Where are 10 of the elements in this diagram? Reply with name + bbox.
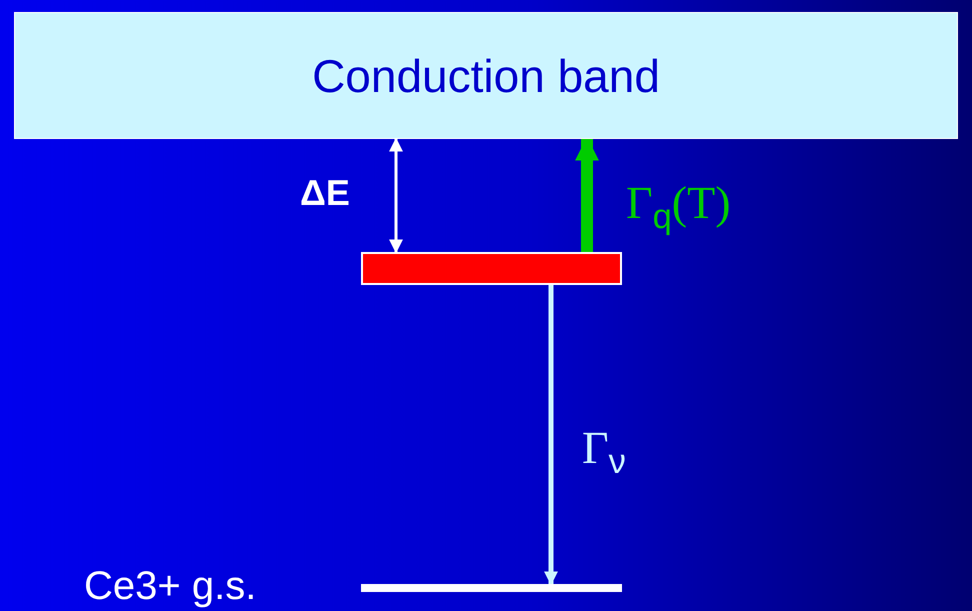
excited-level-bar	[361, 252, 622, 285]
band-label: Conduction band	[312, 48, 660, 102]
level-label: Ce3+ g.s.	[84, 566, 256, 606]
edge-label: Γ$_{q}$(T)	[626, 180, 731, 235]
edge-label: ΔE	[300, 175, 350, 211]
edge-label: Γ$_{ν}$	[582, 425, 626, 480]
arrow	[575, 136, 599, 252]
arrow	[389, 138, 403, 254]
arrow	[544, 285, 558, 586]
conduction-band	[14, 12, 958, 139]
